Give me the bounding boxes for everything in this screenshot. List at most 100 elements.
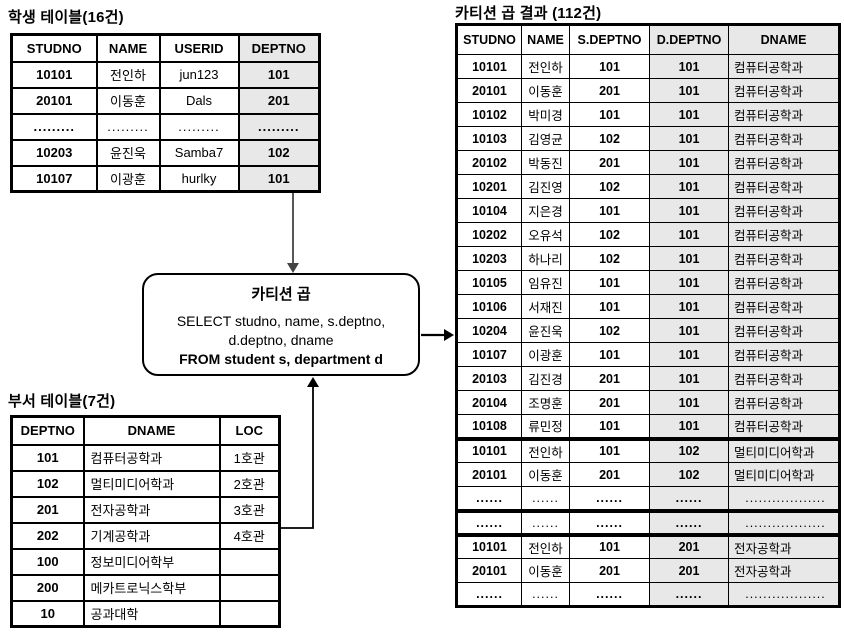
cell: 컴퓨터공학과	[728, 150, 840, 175]
cell: 101	[649, 198, 729, 223]
cell: 컴퓨터공학과	[728, 342, 840, 367]
cell: 전인하	[521, 54, 570, 79]
cell: 컴퓨터공학과	[728, 54, 840, 79]
cell: 102	[569, 318, 650, 343]
table-row: ........................................…	[456, 508, 840, 535]
cell: 멀티미디어학과	[82, 469, 221, 498]
row-group: ........................................…	[456, 508, 840, 535]
cell: 김진영	[521, 174, 570, 199]
cell: 컴퓨터공학과	[728, 414, 840, 439]
cell: 이동훈	[521, 558, 570, 583]
operation-box-title: 카티션 곱	[251, 286, 311, 303]
cell: ......	[649, 508, 729, 535]
cell: 윤진욱	[95, 138, 161, 167]
cell: 김영균	[521, 126, 570, 151]
cell: 박동진	[521, 150, 570, 175]
cell: ......	[456, 508, 522, 535]
cell: .........	[158, 112, 240, 141]
cell: 이광훈	[95, 164, 161, 193]
cell: 이동훈	[95, 86, 161, 115]
cell: 101	[649, 246, 729, 271]
cell: ......	[569, 486, 650, 511]
cell: 3호관	[218, 495, 281, 524]
column-header: USERID	[158, 33, 240, 63]
cell: ......	[456, 486, 522, 511]
column-header: DNAME	[728, 24, 840, 55]
cell: 조명훈	[521, 390, 570, 415]
cell: 20103	[456, 366, 522, 391]
cell: 10105	[456, 270, 522, 295]
cell: 101	[569, 414, 650, 439]
cell: 201	[649, 532, 729, 559]
cell: 10102	[456, 102, 522, 127]
cell: 컴퓨터공학과	[728, 78, 840, 103]
cell: 컴퓨터공학과	[728, 174, 840, 199]
cell: 102	[649, 436, 729, 463]
cell: 10107	[10, 164, 98, 193]
cell: 이동훈	[521, 78, 570, 103]
cell: 101	[649, 366, 729, 391]
cell: 컴퓨터공학과	[728, 390, 840, 415]
cell: 101	[649, 414, 729, 439]
cell: 임유진	[521, 270, 570, 295]
cell: ......	[649, 582, 729, 607]
cell: 101	[569, 102, 650, 127]
cell: jun123	[158, 60, 240, 89]
cell: 박미경	[521, 102, 570, 127]
cell: 컴퓨터공학과	[728, 294, 840, 319]
column-header: NAME	[521, 24, 570, 55]
cell: 20101	[456, 558, 522, 583]
cell: 101	[649, 342, 729, 367]
cell: 컴퓨터공학과	[728, 126, 840, 151]
cell: 전자공학과	[82, 495, 221, 524]
cell: 10203	[456, 246, 522, 271]
cell: 10203	[10, 138, 98, 167]
column-header: STUDNO	[456, 24, 522, 55]
box-to-result-arrow	[421, 329, 454, 341]
cell: 전자공학과	[728, 532, 840, 559]
cell: 류민정	[521, 414, 570, 439]
cell: 10106	[456, 294, 522, 319]
cell: 201	[569, 390, 650, 415]
cell: 101	[569, 198, 650, 223]
cell: 20102	[456, 150, 522, 175]
cell: 102	[237, 138, 321, 167]
cell: 10101	[456, 436, 522, 463]
cell: 101	[569, 294, 650, 319]
cell: 10104	[456, 198, 522, 223]
cell: ......	[569, 582, 650, 607]
column-header: LOC	[218, 415, 281, 446]
cell: 101	[649, 78, 729, 103]
cell: 컴퓨터공학과	[728, 246, 840, 271]
column-header: DEPTNO	[10, 415, 85, 446]
cell: 101	[649, 54, 729, 79]
cell: 10204	[456, 318, 522, 343]
department-to-box-arrow	[280, 377, 319, 529]
cell: 지은경	[521, 198, 570, 223]
cell: ..................	[728, 486, 840, 511]
cartesian-product-operation-box: 카티션 곱 SELECT studno, name, s.deptno, d.d…	[142, 273, 420, 376]
cell: 전인하	[521, 436, 570, 463]
cell: 10101	[456, 532, 522, 559]
cell: 101	[237, 164, 321, 193]
cell: 201	[10, 495, 85, 524]
cell: 4호관	[218, 521, 281, 550]
cell: 201	[569, 78, 650, 103]
cell: 101	[569, 532, 650, 559]
cell: 이광훈	[521, 342, 570, 367]
department-table-title: 부서 테이블(7건)	[8, 393, 116, 410]
cell: 201	[649, 558, 729, 583]
